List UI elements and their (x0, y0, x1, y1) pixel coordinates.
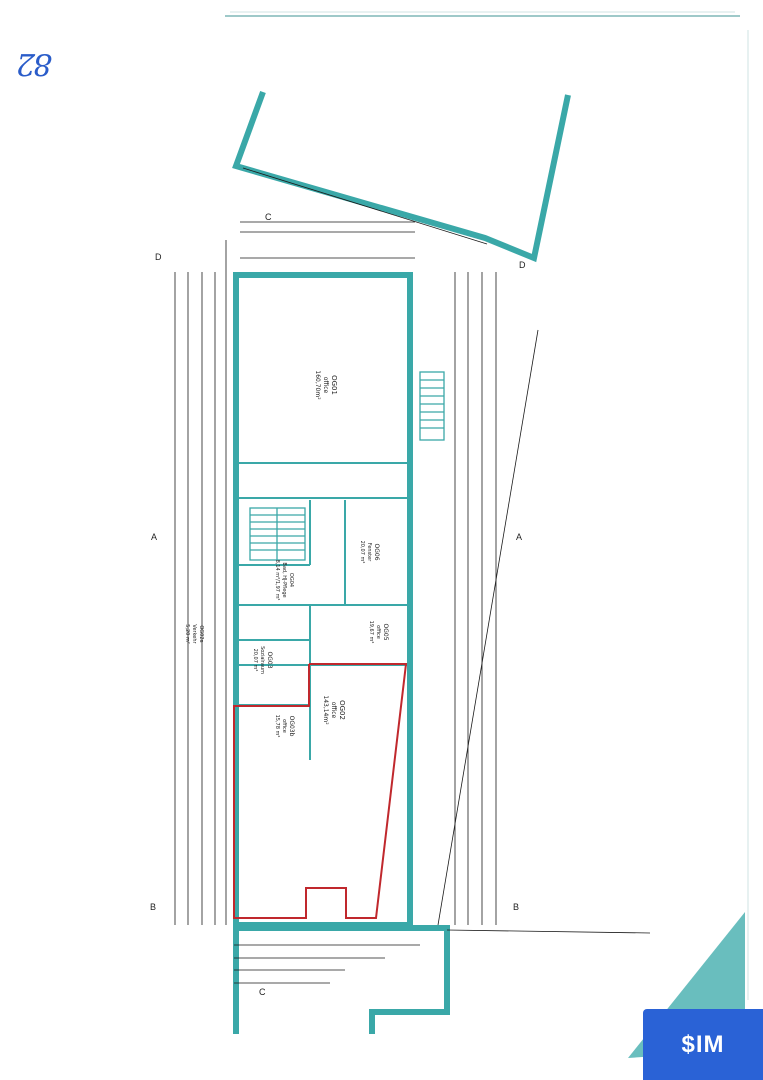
room-area: 20,07 m² (252, 649, 258, 672)
staircase (249, 507, 306, 561)
section-marker-d-right: D (519, 260, 526, 270)
section-marker-c-top: C (265, 212, 272, 222)
room-code: OG03 (266, 651, 273, 668)
room-area: 15,78 m² (274, 715, 280, 738)
room-code: OG03b (288, 716, 295, 737)
external-stair (419, 371, 445, 441)
room-label-og02a: OG02a Verkehr 5,20 m² (184, 624, 204, 644)
room-use: office (375, 625, 381, 639)
room-label-og05: OG05 office 19,67 m² (368, 621, 389, 644)
section-marker-c-bottom: C (259, 987, 266, 997)
section-marker-a-right: A (516, 532, 522, 542)
section-marker-d-left: D (155, 252, 162, 262)
room-code: OG02a (198, 625, 204, 642)
logo-symbol: $ (681, 1030, 696, 1058)
room-area: 20,07 m² (359, 541, 365, 564)
room-code: OG01 (330, 375, 338, 395)
room-label-og06: OG06 Fenster 20,07 m² (359, 541, 380, 564)
room-use: Sozialraum (259, 646, 265, 674)
room-use: Bad, HJ-Pflege (281, 562, 287, 597)
top-dimension-lines (240, 221, 415, 259)
room-area: 5,20 m² (184, 624, 190, 644)
room-label-og02: OG02 office 143,14m² (322, 695, 346, 725)
room-label-og03: OG03 Sozialraum 20,07 m² (252, 646, 273, 674)
room-label-og01: OG01 office 160,70m² (314, 370, 338, 400)
outer-wall (233, 272, 450, 1034)
room-area: 19,67 m² (368, 621, 374, 644)
left-dimension-lines (174, 240, 227, 925)
right-dimension-lines (437, 272, 539, 926)
room-code: OG04 (288, 573, 294, 587)
room-area: 8,14 m²/1,97 m² (274, 560, 280, 601)
top-boundary-wall (232, 90, 571, 263)
room-use: Fenster (366, 543, 372, 562)
interior-walls (237, 462, 410, 925)
room-label-og03b: OG03b office 15,78 m² (274, 715, 295, 738)
highlighted-unit-outline (233, 663, 408, 919)
section-marker-b-right: B (513, 902, 519, 912)
bottom-dimension-lines (234, 929, 651, 984)
room-code: OG02 (338, 700, 346, 720)
room-use: office (281, 719, 287, 733)
room-code: OG06 (373, 543, 380, 560)
logo-text: IM (695, 1030, 725, 1058)
room-area: 160,70m² (314, 370, 321, 400)
room-area: 143,14m² (322, 695, 329, 725)
section-marker-a-left: A (151, 532, 157, 542)
room-label-og04: OG04 Bad, HJ-Pflege 8,14 m²/1,97 m² (274, 560, 294, 601)
handwritten-page-number: 82 (18, 46, 53, 81)
room-use: office (322, 377, 329, 394)
section-marker-b-left: B (150, 902, 156, 912)
room-use: Verkehr (191, 624, 197, 644)
room-code: OG05 (382, 623, 389, 640)
brand-logo: $ IM (643, 1009, 763, 1080)
room-use: office (330, 702, 337, 719)
